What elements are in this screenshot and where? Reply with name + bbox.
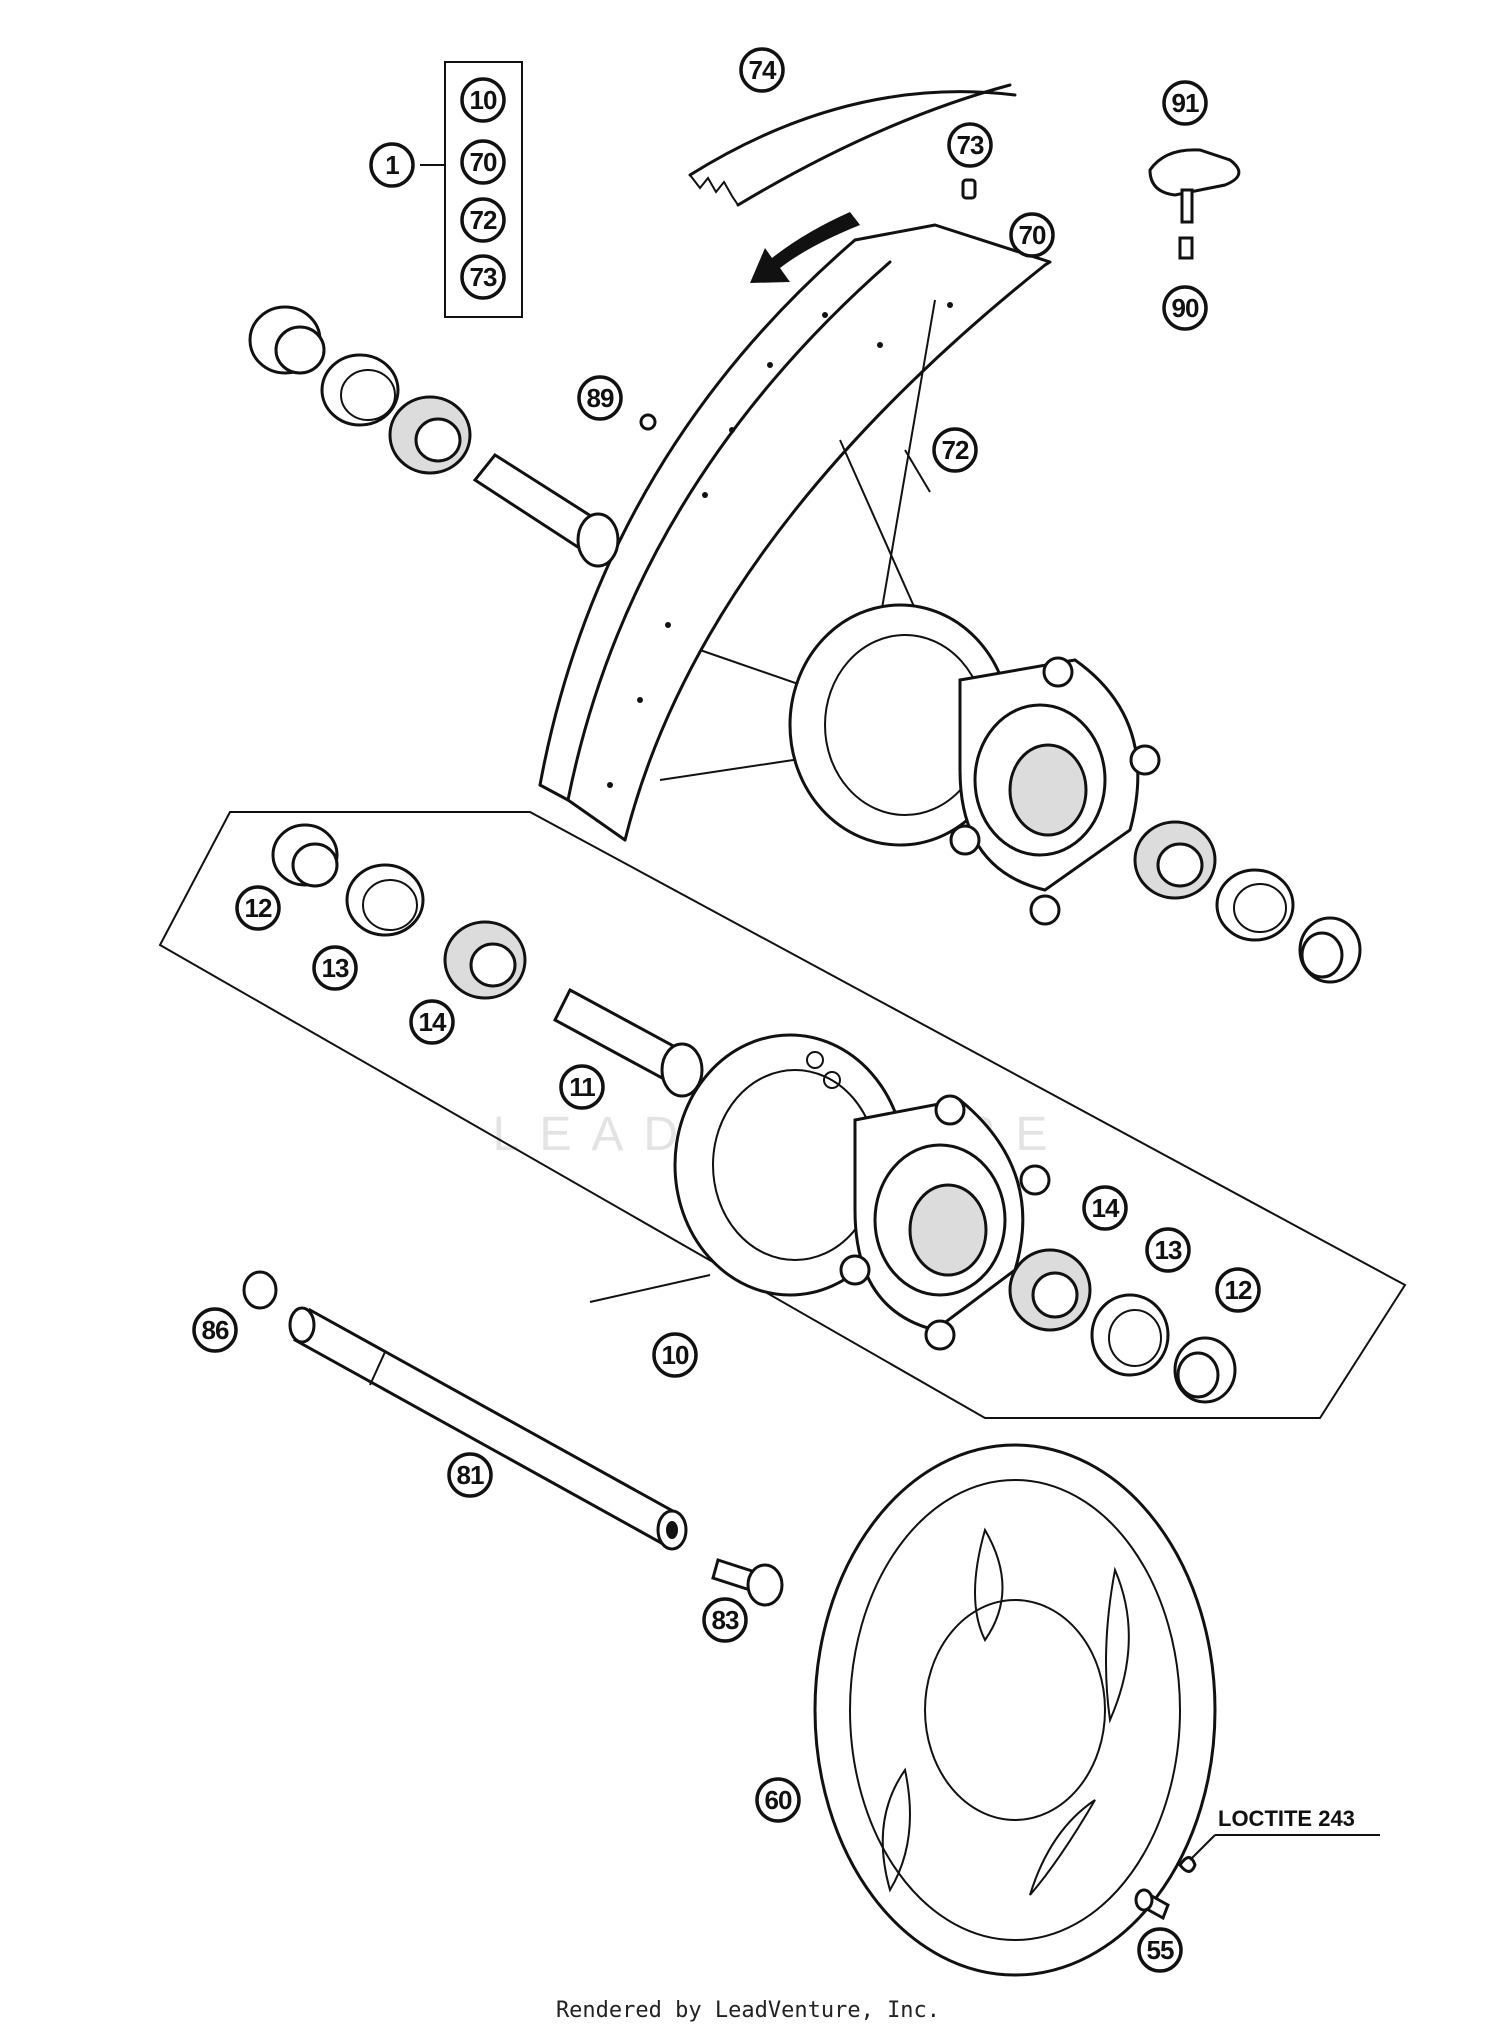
callout-90: 90 [1162,285,1208,331]
callout-10-hub-label: 10 [662,1340,689,1370]
callout-86-label: 86 [202,1315,229,1345]
axle-part [288,1306,688,1551]
callout-12-right-label: 12 [1225,1275,1252,1305]
callout-12-left: 12 [235,885,281,931]
upper-right-spacer-part [1298,916,1362,984]
callout-kit-72-label: 72 [470,205,497,235]
callout-91: 91 [1162,80,1208,126]
callout-1: 1 [369,142,415,188]
lower-hub-part [673,1033,1051,1351]
callout-14-right: 14 [1082,1185,1128,1231]
loctite-note-text: LOCTITE 243 [1218,1806,1355,1831]
upper-seal-part [320,353,400,427]
valve-part [1178,236,1194,260]
callout-13-left: 13 [312,945,358,991]
callout-kit-73: 73 [460,254,506,300]
callout-83-label: 83 [712,1605,739,1635]
callout-89: 89 [577,375,623,421]
lower-bearing-right-part [1008,1248,1092,1332]
callout-73: 73 [947,122,993,168]
callout-60-label: 60 [765,1785,792,1815]
rotation-arrow [750,212,860,283]
callout-74: 74 [739,47,785,93]
valve-cap-part [1148,148,1241,224]
rim-tape-part [688,83,1017,207]
callout-14-left-label: 14 [419,1007,447,1037]
callout-kit-10: 10 [460,77,506,123]
upper-right-seal-part [1215,868,1295,942]
upper-bearing-part [388,395,472,475]
upper-spacer-part [248,305,326,375]
lower-spacer-right-part [1173,1336,1237,1404]
callout-55: 55 [1137,1927,1183,1973]
callout-14-right-label: 14 [1092,1193,1120,1223]
upper-hub-part [788,603,1161,926]
loctite-note: LOCTITE 243 [1218,1806,1355,1831]
callout-74-label: 74 [749,55,777,85]
callout-14-left: 14 [409,999,455,1045]
leader-lines [589,449,931,1303]
rim-part [538,223,1052,842]
callout-1-label: 1 [385,150,399,180]
callout-70: 70 [1009,212,1055,258]
callout-13-left-label: 13 [322,953,349,983]
callout-kit-73-label: 73 [470,262,497,292]
callout-70-label: 70 [1019,220,1046,250]
nipple-part [961,178,977,200]
disc-screw-part [1134,1834,1380,1921]
callout-81: 81 [447,1452,493,1498]
callout-55-label: 55 [1147,1935,1174,1965]
callout-86: 86 [192,1307,238,1353]
lower-sleeve-part [553,987,704,1098]
callout-11-label: 11 [569,1072,595,1102]
callout-73-label: 73 [957,130,984,160]
upper-sleeve-part [472,453,620,568]
callout-kit-10-label: 10 [470,85,497,115]
callout-90-label: 90 [1172,293,1199,323]
callout-kit-70-label: 70 [470,147,497,177]
callout-91-label: 91 [1172,88,1199,118]
lower-seal-right-part [1090,1293,1170,1377]
callout-72-label: 72 [942,435,969,465]
callout-13-right-label: 13 [1155,1235,1182,1265]
kit-box [420,61,523,318]
nut-89-part [639,413,657,431]
callout-89-label: 89 [587,383,614,413]
callout-83: 83 [702,1597,748,1643]
callout-60: 60 [755,1777,801,1823]
callout-11: 11 [559,1064,605,1110]
callout-12-right: 12 [1215,1267,1261,1313]
callout-10-hub: 10 [652,1332,698,1378]
lower-bearing-left-part [443,920,527,1000]
callout-kit-70: 70 [460,139,506,185]
footer-credit: Rendered by LeadVenture, Inc. [556,1998,940,2023]
hub-assembly-box [158,811,1407,1419]
upper-right-bearing-part [1133,820,1217,900]
callout-81-label: 81 [457,1460,484,1490]
lower-seal-left-part [345,863,425,937]
axle-bolt-part [711,1558,784,1607]
callout-kit-72: 72 [460,197,506,243]
lower-spacer-left-part [271,823,339,888]
callout-72: 72 [932,427,978,473]
brake-disc-part [813,1443,1217,1977]
axle-cap-part [242,1270,278,1310]
callout-13-right: 13 [1145,1227,1191,1273]
callout-12-left-label: 12 [245,893,272,923]
